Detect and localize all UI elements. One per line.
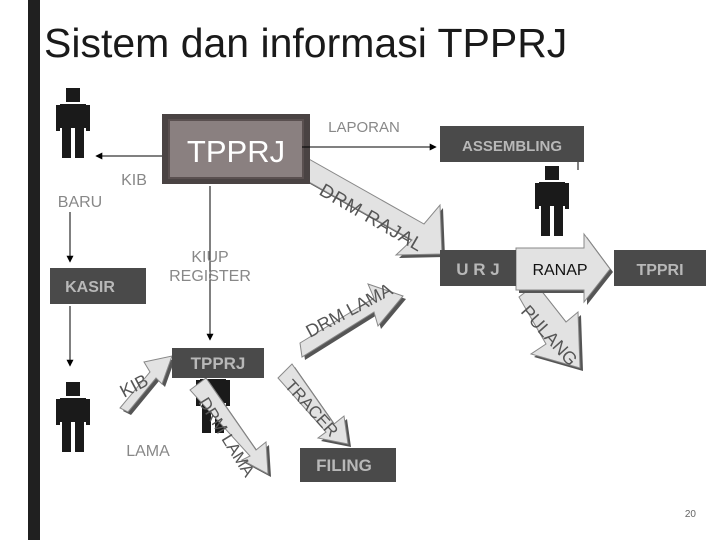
page-number: 20 xyxy=(684,509,696,520)
slide-title: Sistem dan informasi TPPRJ xyxy=(44,20,568,66)
arrow-drm-lama-mid xyxy=(299,283,406,360)
arrow-drm-rajal xyxy=(292,157,445,258)
urj-label: U R J xyxy=(456,260,499,279)
tracer-label: TRACER xyxy=(281,376,342,441)
tppri-box xyxy=(614,250,706,286)
ranap-label: RANAP xyxy=(532,262,587,279)
left-sidebar xyxy=(0,0,40,540)
filing-label: FILING xyxy=(316,456,372,475)
tppri-label: TPPRI xyxy=(636,262,683,279)
person-icon xyxy=(56,88,90,158)
arrow-kib-lower xyxy=(119,355,175,415)
tpprj-lower-box xyxy=(172,348,264,378)
filing-box xyxy=(300,448,396,482)
kib-lower-label: KIB xyxy=(116,370,151,401)
urj-box xyxy=(440,250,516,286)
arrow-drm-lama-low xyxy=(189,377,271,477)
arrow-ranap xyxy=(515,232,613,305)
person-icon xyxy=(535,166,569,236)
kiup-label-line1: KIUP xyxy=(191,249,228,266)
kiup-label-line2: REGISTER xyxy=(169,268,251,285)
person-icon xyxy=(56,382,90,452)
kib-top-label: KIB xyxy=(121,172,147,189)
tpprj-lower-label: TPPRJ xyxy=(191,354,246,373)
tpprj-box-label: TPPRJ xyxy=(187,134,285,169)
baru-label: BARU xyxy=(58,194,102,211)
tpprj-box xyxy=(162,114,310,184)
kasir-box xyxy=(50,268,146,304)
lama-label: LAMA xyxy=(126,443,170,460)
kasir-label: KASIR xyxy=(65,279,115,296)
assembling-label: ASSEMBLING xyxy=(462,138,562,155)
sidebar-bar xyxy=(28,0,40,540)
laporan-label: LAPORAN xyxy=(328,119,400,136)
arrow-tracer xyxy=(277,363,351,447)
assembling-box xyxy=(440,126,584,162)
